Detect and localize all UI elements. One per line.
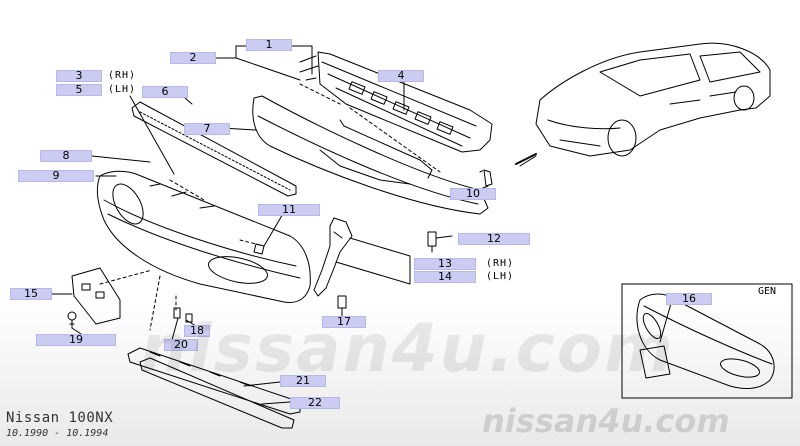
bottom-gradient: [0, 300, 800, 446]
callout-6[interactable]: 6: [142, 86, 188, 98]
callout-11[interactable]: 11: [258, 204, 320, 216]
assembly-dashes: [99, 83, 485, 331]
callout-20[interactable]: 20: [164, 339, 198, 351]
callout-19[interactable]: 19: [36, 334, 116, 346]
callout-2[interactable]: 2: [170, 52, 216, 64]
callout-3[interactable]: 3: [56, 70, 102, 82]
model-name: Nissan 100NX: [6, 410, 114, 426]
callout-14[interactable]: 14: [414, 271, 476, 283]
view-arrow: [515, 153, 537, 165]
callout-16[interactable]: 16: [666, 293, 712, 305]
clip-10: [483, 169, 493, 187]
side-lh-14: (LH): [486, 271, 515, 282]
watermark-small: nissan4u.com: [482, 402, 730, 440]
front-bumper-fascia: [96, 170, 311, 303]
fasteners-18-20: [173, 307, 193, 323]
callout-21[interactable]: 21: [280, 375, 326, 387]
callout-22[interactable]: 22: [290, 397, 340, 409]
callout-4[interactable]: 4: [378, 70, 424, 82]
clip-11: [253, 243, 265, 255]
grille-reinforcement: [299, 51, 493, 153]
callout-7[interactable]: 7: [184, 123, 230, 135]
car-illustration: [535, 42, 771, 157]
license-plate-bracket: [71, 267, 121, 325]
side-rh-13: (RH): [486, 258, 515, 269]
callout-8[interactable]: 8: [40, 150, 92, 162]
callout-18[interactable]: 18: [184, 325, 210, 337]
side-lh-5: (LH): [108, 84, 137, 95]
callout-15[interactable]: 15: [10, 288, 52, 300]
inset-tag: GEN: [758, 286, 777, 297]
callout-12[interactable]: 12: [458, 233, 530, 245]
upper-molding-strip: [131, 101, 297, 197]
callout-13[interactable]: 13: [414, 258, 476, 270]
callout-17[interactable]: 17: [322, 316, 366, 328]
lower-spoiler: [127, 347, 301, 429]
clip-17: [337, 295, 347, 309]
side-bracket: [313, 217, 353, 297]
callout-10[interactable]: 10: [450, 188, 496, 200]
date-range: 10.1990 - 10.1994: [6, 428, 109, 439]
callout-9[interactable]: 9: [18, 170, 94, 182]
side-rh-3: (RH): [108, 70, 137, 81]
bolt-19: [67, 311, 77, 329]
callout-5[interactable]: 5: [56, 84, 102, 96]
callout-1[interactable]: 1: [246, 39, 292, 51]
clip-12: [427, 231, 437, 253]
watermark-large: nissan4u.com: [140, 310, 675, 387]
